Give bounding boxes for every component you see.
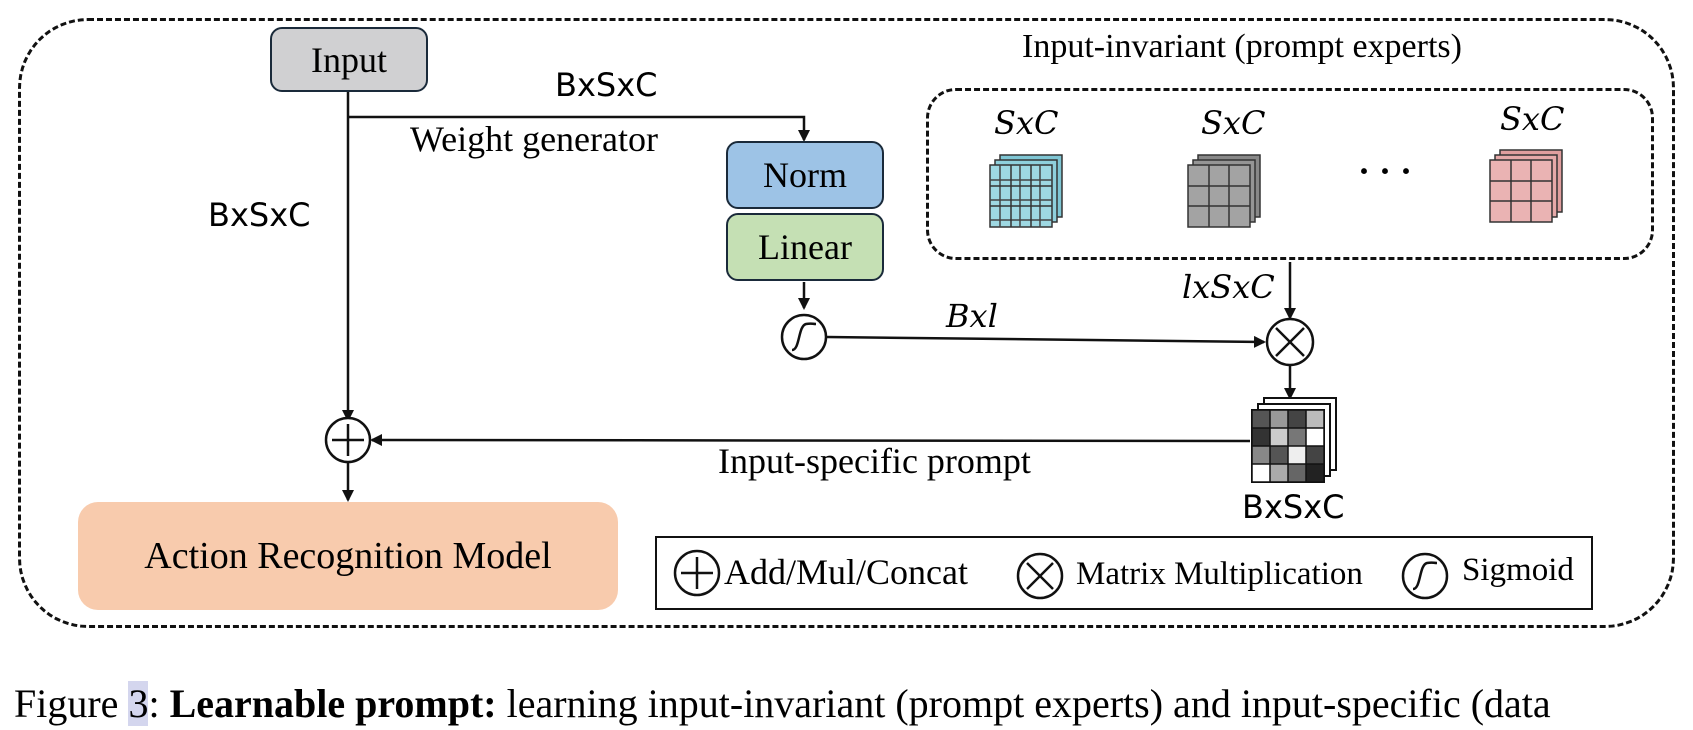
caption-bold: Learnable prompt: (169, 681, 497, 726)
add-operator-icon (324, 416, 372, 464)
input-specific-prompt-label: Input-specific prompt (718, 441, 1031, 481)
expert-stack-1-icon (989, 154, 1063, 228)
legend-sigmoid-icon (1401, 552, 1449, 600)
tensor-label-bottom: BxSxC (1242, 488, 1345, 526)
expert-label-3: SxC (1500, 100, 1565, 138)
caption-rest: learning input-invariant (prompt experts… (496, 681, 1551, 726)
legend-sigmoid-label: Sigmoid (1462, 552, 1574, 588)
tensor-label-bxl: Bxl (946, 297, 998, 335)
expert-stack-2-icon (1187, 154, 1261, 228)
expert-label-1: SxC (994, 104, 1059, 142)
arrow-sigmoid-to-matmul (826, 335, 1266, 348)
sigmoid-operator-icon (780, 313, 828, 361)
prompt-experts-frame (926, 88, 1654, 260)
ellipsis: · · · (1358, 151, 1413, 191)
legend-matmul-icon (1016, 552, 1064, 600)
norm-box: Norm (726, 141, 884, 209)
input-specific-prompt-icon (1251, 397, 1337, 483)
expert-stack-3-icon (1489, 149, 1563, 223)
weight-generator-label: Weight generator (410, 119, 658, 159)
legend-box (655, 536, 1593, 610)
caption-colon: : (148, 681, 170, 726)
prompt-experts-title: Input-invariant (prompt experts) (1022, 28, 1462, 65)
arrow-prompt-to-add (370, 434, 1251, 447)
linear-box: Linear (726, 213, 884, 281)
matmul-operator-icon (1265, 317, 1315, 367)
outer-frame (18, 18, 1675, 628)
tensor-label-lxsxc: lxSxC (1182, 268, 1275, 306)
tensor-label-top: BxSxC (555, 66, 658, 104)
figure-caption: Figure 3: Learnable prompt: learning inp… (14, 680, 1551, 727)
caption-number: 3 (128, 681, 149, 726)
expert-label-2: SxC (1201, 104, 1266, 142)
legend-matmul-label: Matrix Multiplication (1076, 556, 1363, 592)
legend-add-icon (673, 549, 721, 597)
legend-add-label: Add/Mul/Concat (724, 552, 968, 592)
arrow-input-to-norm (348, 115, 810, 142)
action-recognition-model-box: Action Recognition Model (78, 502, 618, 610)
caption-prefix: Figure (14, 681, 129, 726)
tensor-label-left: BxSxC (208, 196, 311, 234)
input-box: Input (270, 27, 428, 92)
